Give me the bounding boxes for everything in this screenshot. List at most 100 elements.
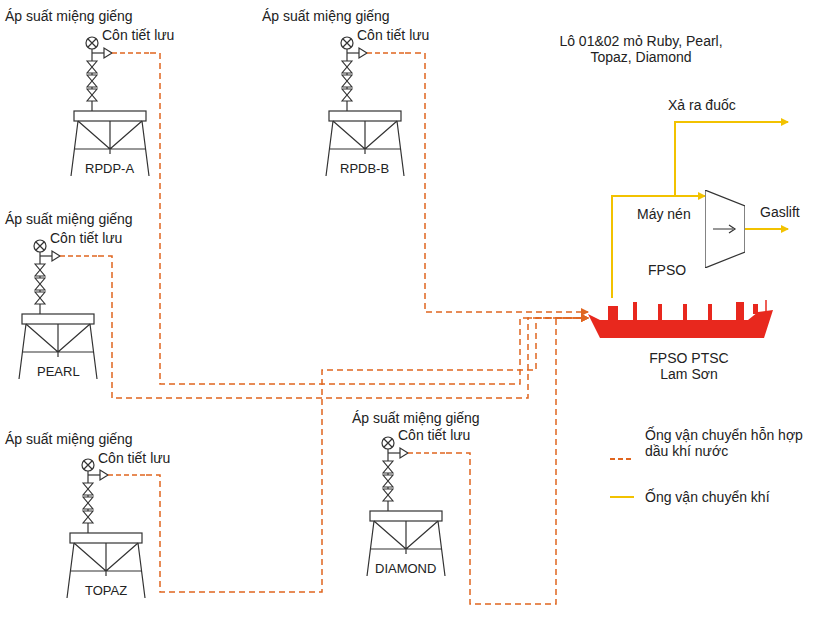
jacket-legs bbox=[67, 543, 145, 598]
equipment-name: Máy nén bbox=[637, 206, 691, 222]
ship-superstructure bbox=[753, 304, 758, 314]
compressor-symbol bbox=[705, 190, 745, 268]
gate-valve bbox=[342, 89, 352, 101]
line-destination: Gaslift bbox=[760, 204, 800, 220]
flowline-stub bbox=[108, 474, 146, 476]
ship-superstructure bbox=[608, 306, 618, 320]
platform-name: RPDP-A bbox=[84, 161, 135, 176]
gauge-cross bbox=[36, 242, 44, 250]
platform-drawing bbox=[70, 33, 150, 178]
gauge-cross bbox=[343, 39, 351, 47]
gauge-label: Áp suất miệng giếng bbox=[5, 8, 133, 24]
gate-valve bbox=[83, 511, 93, 523]
legend-text: Ống vận chuyển khí bbox=[645, 489, 815, 505]
legend-text: Ống vận chuyển hỗn hợp dầu khí nước bbox=[645, 427, 810, 459]
jacket-legs bbox=[71, 121, 149, 176]
fpso-ship bbox=[588, 298, 773, 346]
compressor-body bbox=[705, 190, 745, 268]
multiphase-pipeline bbox=[405, 53, 588, 312]
platform-deck bbox=[370, 511, 442, 521]
gauge-cross bbox=[84, 461, 92, 469]
wellhead-platform: TOPAZ bbox=[66, 455, 146, 600]
gate-valve bbox=[35, 278, 45, 290]
multiphase-pipeline bbox=[98, 256, 588, 398]
platform-name: RPDB-B bbox=[339, 161, 390, 176]
choke-symbol bbox=[100, 470, 108, 480]
multiphase-pipeline bbox=[446, 318, 588, 604]
wellhead-platform: PEARL bbox=[18, 236, 98, 381]
gauge-label: Áp suất miệng giếng bbox=[5, 431, 133, 447]
choke-label: Côn tiết lưu bbox=[398, 427, 470, 443]
choke-branch bbox=[40, 255, 52, 256]
multiphase-pipeline bbox=[146, 318, 588, 592]
ship-superstructure bbox=[708, 304, 712, 320]
gate-valve bbox=[383, 461, 393, 473]
choke-label: Côn tiết lưu bbox=[98, 450, 170, 466]
flowline-stub bbox=[112, 52, 150, 54]
gauge-label: Áp suất miệng giếng bbox=[262, 8, 390, 24]
gauge-cross bbox=[88, 39, 96, 47]
pressure-gauge bbox=[34, 240, 46, 252]
ship-superstructure bbox=[683, 304, 687, 320]
ship-superstructure bbox=[633, 302, 637, 320]
gaslift-line bbox=[745, 228, 788, 230]
choke-label: Côn tiết lưu bbox=[357, 27, 429, 43]
pressure-gauge bbox=[82, 459, 94, 471]
flare-gas-line bbox=[675, 122, 788, 196]
wellhead-platform: RPDP-A bbox=[70, 33, 150, 178]
choke-branch bbox=[347, 52, 359, 53]
wellhead-platform: RPDB-B bbox=[325, 33, 405, 178]
ship-superstructure bbox=[658, 304, 662, 320]
gate-valve bbox=[342, 75, 352, 87]
platform-deck bbox=[329, 111, 401, 121]
legend-sample-dashed bbox=[610, 458, 634, 460]
vessel-label: FPSO bbox=[648, 262, 686, 278]
gate-valve bbox=[83, 497, 93, 509]
ship-superstructure bbox=[736, 302, 744, 320]
gate-valve bbox=[83, 483, 93, 495]
gate-valve bbox=[383, 489, 393, 501]
platform-drawing bbox=[66, 455, 146, 600]
flowline-stub bbox=[367, 52, 405, 54]
platform-drawing bbox=[366, 433, 446, 578]
jacket-legs bbox=[326, 121, 404, 176]
platform-drawing bbox=[18, 236, 98, 381]
jacket-legs bbox=[367, 521, 445, 576]
pressure-gauge bbox=[341, 37, 353, 49]
fpso-node: FPSO PTSC Lam Sơn bbox=[588, 298, 773, 393]
compressor-arrow bbox=[713, 225, 735, 233]
choke-symbol bbox=[52, 251, 60, 261]
field-note: Lô 01&02 mỏ Ruby, Pearl, Topaz, Diamond bbox=[556, 33, 726, 65]
platform-name: TOPAZ bbox=[84, 583, 128, 598]
gas-pipeline bbox=[612, 196, 705, 298]
choke-branch bbox=[92, 52, 104, 53]
gate-valve bbox=[35, 264, 45, 276]
compressor-node: Máy nén bbox=[705, 190, 745, 268]
platform-deck bbox=[70, 533, 142, 543]
flowline-stub bbox=[60, 255, 98, 257]
flowline-stub bbox=[408, 452, 446, 454]
gauge-label: Áp suất miệng giếng bbox=[352, 410, 480, 426]
platform-name: PEARL bbox=[36, 364, 81, 379]
platform-name: DIAMOND bbox=[374, 561, 437, 576]
choke-label: Côn tiết lưu bbox=[102, 27, 174, 43]
choke-symbol bbox=[400, 448, 408, 458]
line-destination: Xả ra đuốc bbox=[668, 97, 736, 113]
choke-symbol bbox=[104, 48, 112, 58]
gate-valve bbox=[383, 475, 393, 487]
gate-valve bbox=[87, 75, 97, 87]
gate-valve bbox=[35, 292, 45, 304]
platform-deck bbox=[22, 314, 94, 324]
platform-drawing bbox=[325, 33, 405, 178]
legend-sample-solid bbox=[610, 496, 634, 498]
pressure-gauge bbox=[382, 437, 394, 449]
pressure-gauge bbox=[86, 37, 98, 49]
vessel-name: FPSO PTSC Lam Sơn bbox=[639, 350, 739, 382]
gauge-cross bbox=[384, 439, 392, 447]
gauge-label: Áp suất miệng giếng bbox=[5, 211, 133, 227]
wellhead-platform: DIAMOND bbox=[366, 433, 446, 578]
choke-branch bbox=[388, 452, 400, 453]
gate-valve bbox=[87, 89, 97, 101]
